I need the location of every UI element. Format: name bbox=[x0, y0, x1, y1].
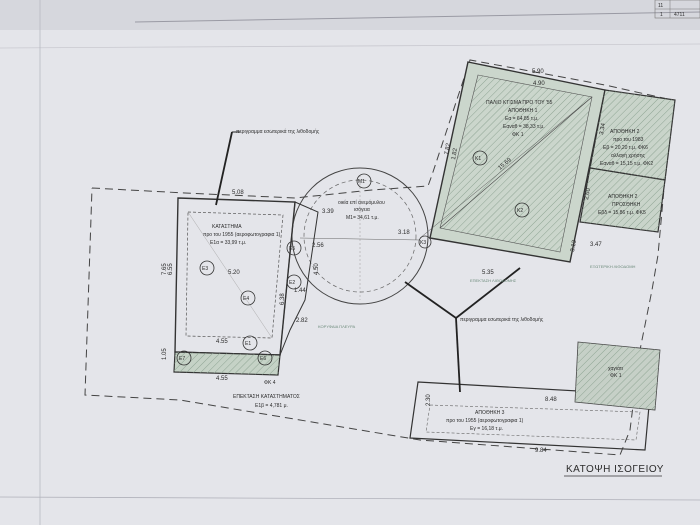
svg-text:6.38: 6.38 bbox=[280, 293, 286, 305]
svg-text:2.56: 2.56 bbox=[312, 243, 324, 249]
svg-text:3.18: 3.18 bbox=[398, 230, 410, 236]
svg-text:7.65: 7.65 bbox=[162, 263, 168, 275]
note-3: ΕΞΩΤΕΡΙΚΗ ΛΙΘΟΔΟΜΗ bbox=[590, 264, 636, 269]
fold-line bbox=[134, 11, 700, 23]
note-1: ΕΠΕΚΤΑΣΗ ΛΙΘΟΔΟΜΗΣ bbox=[470, 278, 517, 283]
old-building-area1: Εα = 64,85 τ.μ. bbox=[505, 116, 538, 122]
svg-text:2.30: 2.30 bbox=[426, 394, 432, 406]
svg-text:Κ1: Κ1 bbox=[475, 156, 481, 162]
storage-3 bbox=[409, 381, 651, 451]
marker-m1: Μ1 bbox=[356, 173, 372, 189]
storage3-area: Εγ = 16,18 τ.μ. bbox=[470, 426, 503, 432]
storage2b-line1: ΠΡΟΣΘΗΚΗ bbox=[612, 202, 641, 208]
storage2b-title: ΑΠΟΘΗΚΗ 2 bbox=[608, 194, 638, 200]
storage2-line1: προ του 1983 bbox=[613, 137, 644, 143]
plot-outline-dashed bbox=[84, 59, 673, 456]
svg-text:1.05: 1.05 bbox=[162, 348, 168, 360]
corner-table-cell-2: 4711 bbox=[674, 12, 685, 18]
marker-k3: Κ3 bbox=[418, 235, 432, 249]
storage3-line1: προ του 1955 (αεροφωτογραφια 1) bbox=[446, 418, 524, 424]
marker-e2: Ε2 bbox=[286, 274, 302, 290]
old-building bbox=[419, 61, 606, 263]
svg-text:5.20: 5.20 bbox=[228, 270, 240, 276]
svg-text:4.55: 4.55 bbox=[216, 339, 228, 345]
paper-fold-shadow bbox=[0, 0, 700, 30]
svg-text:5.08: 5.08 bbox=[232, 190, 244, 196]
bottom-border bbox=[0, 496, 700, 501]
storage2-title: ΑΠΟΘΗΚΗ 2 bbox=[610, 129, 640, 135]
perimeter-label-top: περιγραμμα εσωτερικά της λιθοδομής bbox=[236, 128, 320, 135]
svg-text:8.48: 8.48 bbox=[545, 397, 557, 403]
fold-line-2 bbox=[0, 43, 700, 49]
passage-wedge bbox=[279, 201, 319, 356]
svg-text:Κ3: Κ3 bbox=[420, 240, 426, 246]
shop-extension bbox=[173, 351, 281, 376]
svg-text:5.90: 5.90 bbox=[532, 69, 544, 75]
extension-area: Ε1β = 4,781 μ. bbox=[255, 403, 288, 409]
marker-k1: Κ1 bbox=[472, 150, 488, 166]
old-building-title: ΠΑΛΙΟ ΚΤΙΣΜΑ ΠΡΟ ΤΟΥ '55 bbox=[486, 100, 553, 106]
plan-title: ΚΑΤΟΨΗ ΙΣΟΓΕΙΟΥ bbox=[566, 464, 664, 475]
svg-text:4.55: 4.55 bbox=[216, 376, 228, 382]
extension-fk: ΦΚ 4 bbox=[264, 380, 276, 386]
old-building-area2: Εαναθ = 38,33 τ.μ. bbox=[503, 124, 545, 130]
shed-title: χαγιάτι bbox=[608, 365, 623, 372]
svg-text:7.82: 7.82 bbox=[444, 142, 452, 155]
perimeter-label-bottom: περιγραμμα εσωτερικά της λιθοδομής bbox=[460, 316, 544, 323]
marker-e5: Ε5 bbox=[286, 240, 302, 256]
perimeter-leaders bbox=[215, 131, 521, 393]
marker-e4: Ε4 bbox=[240, 290, 256, 306]
hut-area: Μ1= 34,61 τ.μ. bbox=[346, 215, 379, 221]
marker-e3: Ε3 bbox=[199, 260, 215, 276]
extension-title: ΕΠΕΚΤΑΣΗ ΚΑΤΑΣΤΗΜΑΤΟΣ bbox=[233, 394, 300, 400]
svg-text:2.60: 2.60 bbox=[584, 187, 592, 200]
svg-text:3.39: 3.39 bbox=[322, 209, 334, 215]
svg-text:3.47: 3.47 bbox=[590, 242, 602, 248]
svg-text:Ε2: Ε2 bbox=[289, 280, 295, 286]
svg-text:4.90: 4.90 bbox=[533, 81, 545, 87]
marker-k2: Κ2 bbox=[514, 202, 530, 218]
storage2-line2: αλλαγή χρήσης bbox=[611, 152, 645, 159]
svg-text:4.50: 4.50 bbox=[314, 263, 320, 275]
svg-text:9.84: 9.84 bbox=[535, 448, 547, 454]
storage2b-area: Εβδ = 15,86 τ.μ. ΦΚ5 bbox=[598, 210, 646, 216]
shop-line1: προ του 1955 (αεροφωτογραφια 1) bbox=[203, 232, 281, 238]
svg-text:1.82: 1.82 bbox=[451, 147, 459, 160]
hut-title: οικία επί ανεμόμυλου bbox=[338, 199, 385, 206]
marker-e6: Ε6 bbox=[257, 350, 273, 366]
shop-title: ΚΑΤΑΣΤΗΜΑ bbox=[212, 224, 242, 230]
marker-e1: Ε1 bbox=[242, 335, 258, 351]
shed bbox=[574, 341, 661, 411]
old-building-sub: ΑΠΟΘΗΚΗ 1 bbox=[508, 108, 538, 114]
svg-text:5.35: 5.35 bbox=[482, 270, 494, 276]
svg-text:Ε4: Ε4 bbox=[243, 296, 249, 302]
svg-text:1.44: 1.44 bbox=[294, 288, 306, 294]
svg-text:6.55: 6.55 bbox=[168, 263, 174, 275]
svg-text:Ε3: Ε3 bbox=[202, 266, 208, 272]
svg-text:Ε7: Ε7 bbox=[179, 356, 185, 362]
corner-table: 11 4711 1 bbox=[654, 0, 700, 19]
svg-text:Ε1: Ε1 bbox=[245, 341, 251, 347]
svg-text:Ε5: Ε5 bbox=[289, 246, 295, 252]
marker-e7: Ε7 bbox=[176, 350, 192, 366]
corner-table-cell-3: 1 bbox=[660, 12, 663, 18]
svg-text:3.13: 3.13 bbox=[570, 239, 578, 252]
svg-text:Μ1: Μ1 bbox=[358, 179, 365, 185]
note-2: ΚΟΡΥΦΑΙΑ ΠΛΕΥΡΑ bbox=[318, 324, 355, 329]
storage-2 bbox=[579, 89, 676, 233]
svg-text:Ε6: Ε6 bbox=[260, 356, 266, 362]
svg-text:3.34: 3.34 bbox=[599, 122, 607, 135]
svg-text:2.82: 2.82 bbox=[296, 318, 308, 324]
shed-fk: ΦΚ 1 bbox=[610, 373, 622, 379]
hut-line1: ισόγεια bbox=[354, 206, 370, 213]
shop-area: Ε1α = 33,99 τ.μ. bbox=[210, 240, 246, 246]
storage2-area2: Εαναθ = 15,15 τ.μ. ΦΚ2 bbox=[600, 161, 653, 167]
corner-table-cell-1: 11 bbox=[658, 3, 663, 9]
storage3-title: ΑΠΟΘΗΚΗ 3 bbox=[475, 410, 505, 416]
svg-text:Κ2: Κ2 bbox=[517, 208, 523, 214]
old-building-fk: ΦΚ 1 bbox=[512, 132, 524, 138]
storage2-area: Εβ = 20,20 τ.μ. ΦΚ6 bbox=[603, 145, 648, 151]
